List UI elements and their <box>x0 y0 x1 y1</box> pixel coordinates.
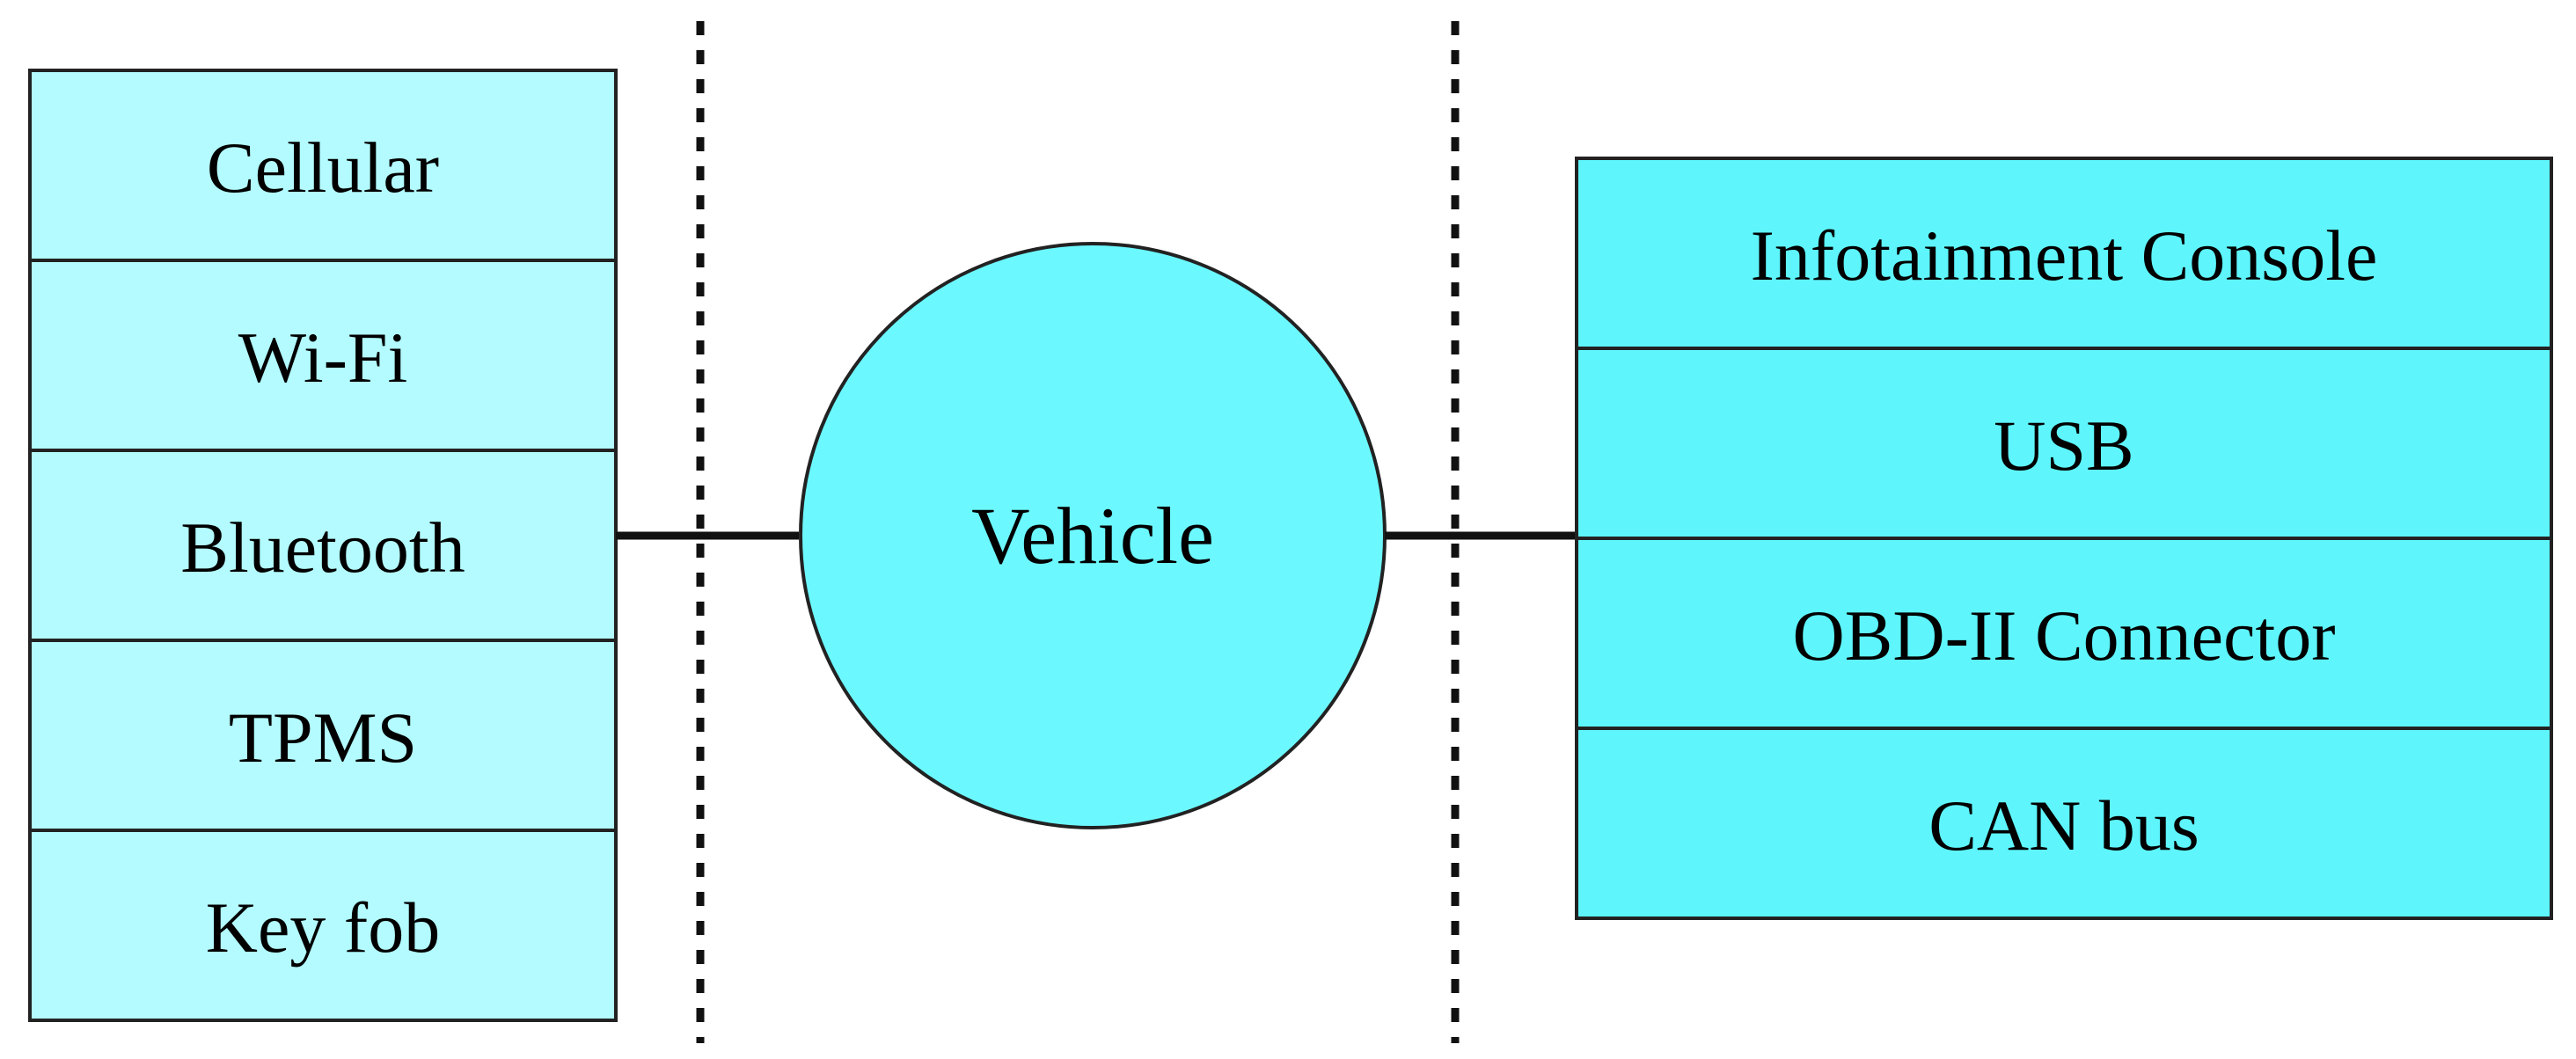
left-stack-label: Bluetooth <box>180 508 465 588</box>
left-stack-label: Cellular <box>207 128 439 208</box>
left-stack-item-tpms: TPMS <box>28 639 618 832</box>
vehicle-label: Vehicle <box>971 491 1214 581</box>
left-stack-item-key-fob: Key fob <box>28 829 618 1022</box>
right-stack: Infotainment Console USB OBD-II Connecto… <box>1575 157 2553 920</box>
left-stack-item-wifi: Wi-Fi <box>28 259 618 452</box>
right-stack-item-usb: USB <box>1575 347 2553 540</box>
left-stack-label: Wi-Fi <box>238 318 408 398</box>
left-stack: Cellular Wi-Fi Bluetooth TPMS Key fob <box>28 69 618 1022</box>
right-stack-label: OBD-II Connector <box>1792 595 2335 676</box>
left-stack-label: TPMS <box>229 697 417 778</box>
right-stack-label: CAN bus <box>1928 785 2199 865</box>
right-stack-item-can-bus: CAN bus <box>1575 727 2553 920</box>
left-stack-item-cellular: Cellular <box>28 69 618 262</box>
left-stack-item-bluetooth: Bluetooth <box>28 449 618 642</box>
right-stack-label: USB <box>1994 405 2134 486</box>
left-stack-label: Key fob <box>206 887 440 968</box>
vehicle-node: Vehicle <box>799 242 1387 829</box>
right-stack-item-infotainment-console: Infotainment Console <box>1575 157 2553 350</box>
right-stack-label: Infotainment Console <box>1751 215 2378 296</box>
right-stack-item-obd-ii-connector: OBD-II Connector <box>1575 537 2553 730</box>
